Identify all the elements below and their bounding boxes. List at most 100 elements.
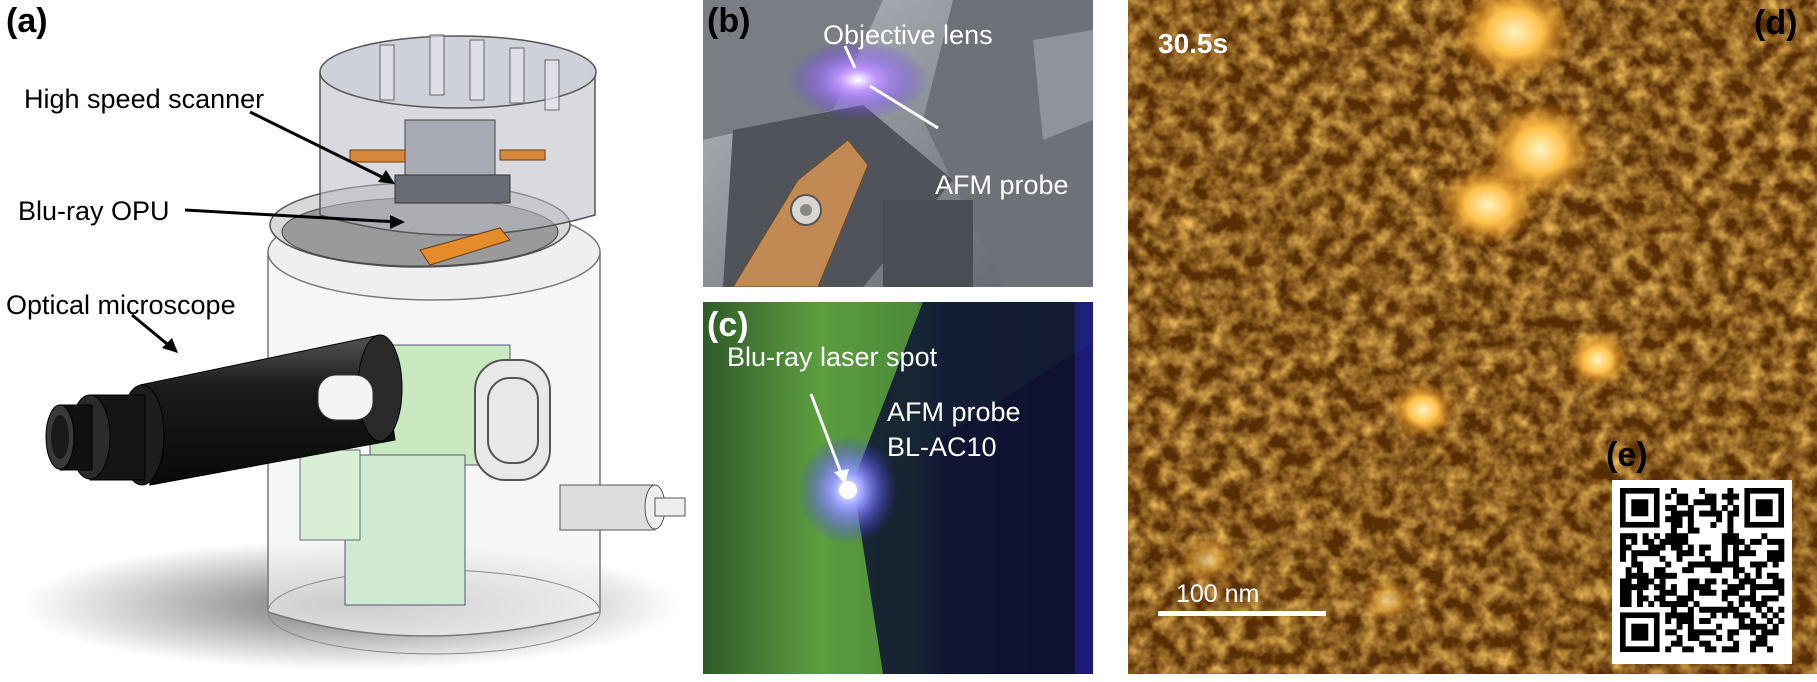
qr-module (1620, 555, 1626, 562)
qr-module (1750, 584, 1757, 591)
qr-module (1631, 533, 1638, 540)
qr-module (1727, 646, 1734, 653)
qr-module (1755, 572, 1762, 579)
qr-module (1721, 612, 1728, 619)
qr-module (1648, 538, 1655, 545)
qr-module (1778, 589, 1785, 596)
label-high-speed-scanner: High speed scanner (24, 84, 265, 114)
qr-module (1687, 516, 1694, 523)
qr-module (1716, 567, 1723, 574)
qr-module (1642, 578, 1649, 585)
qr-module (1772, 629, 1779, 636)
qr-module (1704, 629, 1711, 636)
qr-module (1682, 601, 1689, 608)
qr-module (1710, 561, 1717, 568)
qr-module (1687, 504, 1694, 511)
qr-module (1778, 618, 1785, 625)
panel-a-cad-rendering: (a) High speed scanner Blu-ray OPU Optic… (0, 0, 690, 682)
qr-module (1772, 561, 1779, 568)
qr-module (1761, 601, 1768, 608)
qr-module (1620, 595, 1626, 602)
qr-module (1755, 584, 1762, 591)
qr-module (1699, 499, 1706, 506)
qr-module (1648, 578, 1655, 585)
qr-module (1738, 584, 1745, 591)
qr-module (1699, 618, 1706, 625)
qr-module (1721, 504, 1728, 511)
qr-module (1620, 538, 1626, 545)
qr-module (1653, 572, 1660, 579)
qr-module (1670, 533, 1677, 540)
qr-module (1687, 589, 1694, 596)
qr-module (1750, 550, 1757, 557)
qr-module (1704, 544, 1711, 551)
qr-module (1727, 584, 1734, 591)
qr-module (1761, 629, 1768, 636)
qr-module (1733, 606, 1740, 613)
qr-module (1653, 567, 1660, 574)
qr-module (1665, 538, 1672, 545)
qr-module (1682, 499, 1689, 506)
qr-module (1625, 595, 1632, 602)
qr-module (1733, 555, 1740, 562)
qr-module (1653, 533, 1660, 540)
qr-module (1778, 550, 1785, 557)
qr-module (1750, 578, 1757, 585)
qr-module (1687, 595, 1694, 602)
qr-module (1761, 640, 1768, 647)
qr-module (1772, 623, 1779, 630)
qr-module (1636, 589, 1643, 596)
qr-module (1738, 538, 1745, 545)
panel-label-a: (a) (6, 2, 48, 40)
qr-module (1682, 646, 1689, 653)
qr-module (1693, 584, 1700, 591)
qr-module (1778, 584, 1785, 591)
qr-finder (1631, 499, 1649, 517)
qr-module (1699, 544, 1706, 551)
qr-module (1670, 584, 1677, 591)
qr-module (1772, 612, 1779, 619)
qr-module (1636, 595, 1643, 602)
qr-module (1665, 561, 1672, 568)
qr-module (1642, 584, 1649, 591)
label-afm-probe-c: AFM probe (887, 397, 1021, 427)
qr-module (1733, 612, 1740, 619)
qr-module (1733, 629, 1740, 636)
qr-module (1631, 584, 1638, 591)
qr-module (1648, 550, 1655, 557)
qr-code[interactable] (1612, 480, 1792, 664)
panel-label-d: (d) (1754, 4, 1798, 42)
qr-module (1636, 550, 1643, 557)
qr-module (1716, 516, 1723, 523)
qr-module (1738, 567, 1745, 574)
qr-module (1744, 550, 1751, 557)
qr-module (1676, 544, 1683, 551)
qr-module (1682, 567, 1689, 574)
panel-c-optical-view: (c) Blu-ray laser spot AFM probe BL-AC10 (703, 302, 1093, 674)
qr-module (1625, 572, 1632, 579)
qr-module (1687, 635, 1694, 641)
qr-module (1670, 488, 1677, 494)
qr-finder (1755, 499, 1773, 517)
qr-module (1682, 538, 1689, 545)
panel-b-photo: (b) Objective lens AFM probe (703, 0, 1093, 287)
label-probe-model: BL-AC10 (887, 432, 997, 462)
qr-module (1620, 601, 1626, 608)
qr-module (1653, 584, 1660, 591)
qr-module (1631, 572, 1638, 579)
qr-module (1665, 618, 1672, 625)
qr-module (1665, 516, 1672, 523)
qr-module (1733, 550, 1740, 557)
qr-module (1676, 510, 1683, 517)
qr-module (1761, 623, 1768, 630)
qr-module (1704, 646, 1711, 653)
qr-module (1642, 550, 1649, 557)
qr-module (1687, 510, 1694, 517)
qr-module (1653, 595, 1660, 602)
qr-module (1704, 561, 1711, 568)
qr-module (1733, 561, 1740, 568)
qr-module (1642, 595, 1649, 602)
qr-module (1699, 589, 1706, 596)
qr-module (1716, 561, 1723, 568)
qr-module (1772, 595, 1779, 602)
